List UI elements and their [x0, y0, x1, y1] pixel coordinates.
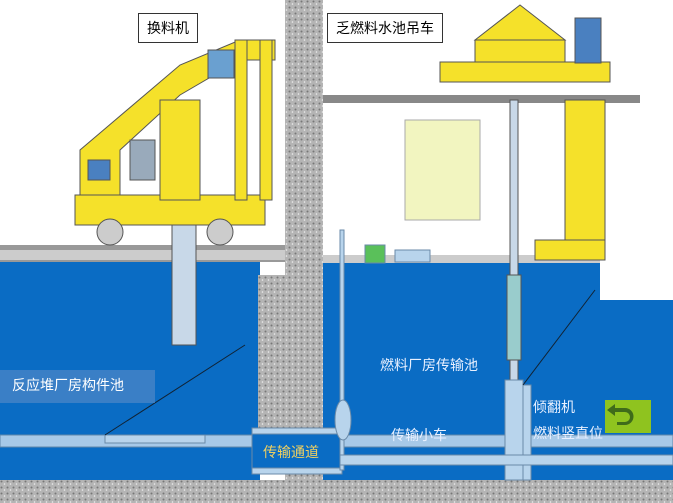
spent-fuel-crane — [439, 4, 611, 481]
crane-rail — [323, 95, 640, 103]
fuel-vertical-label: 燃料竖直位 — [533, 426, 603, 442]
transfer-equipment — [0, 229, 673, 481]
refueling-machine-label: 换料机 — [138, 13, 198, 43]
wall-lower — [258, 275, 323, 435]
transfer-cart-label: 传输小车 — [391, 428, 447, 444]
back-button[interactable] — [605, 400, 651, 433]
tilting-machine-label: 倾翻机 — [533, 400, 575, 416]
return-arrow-icon — [607, 404, 634, 425]
spent-fuel-crane-label: 乏燃料水池吊车 — [327, 13, 443, 43]
refueling-machine — [74, 39, 276, 346]
transfer-tube-label: 传输通道 — [263, 445, 319, 461]
reactor-pool-label: 反应堆厂房构件池 — [0, 370, 155, 403]
fuel-transfer-pool-label: 燃料厂房传输池 — [380, 358, 478, 374]
control-room — [404, 119, 481, 221]
concrete-floor — [0, 480, 673, 503]
fuel-floor — [323, 255, 600, 263]
